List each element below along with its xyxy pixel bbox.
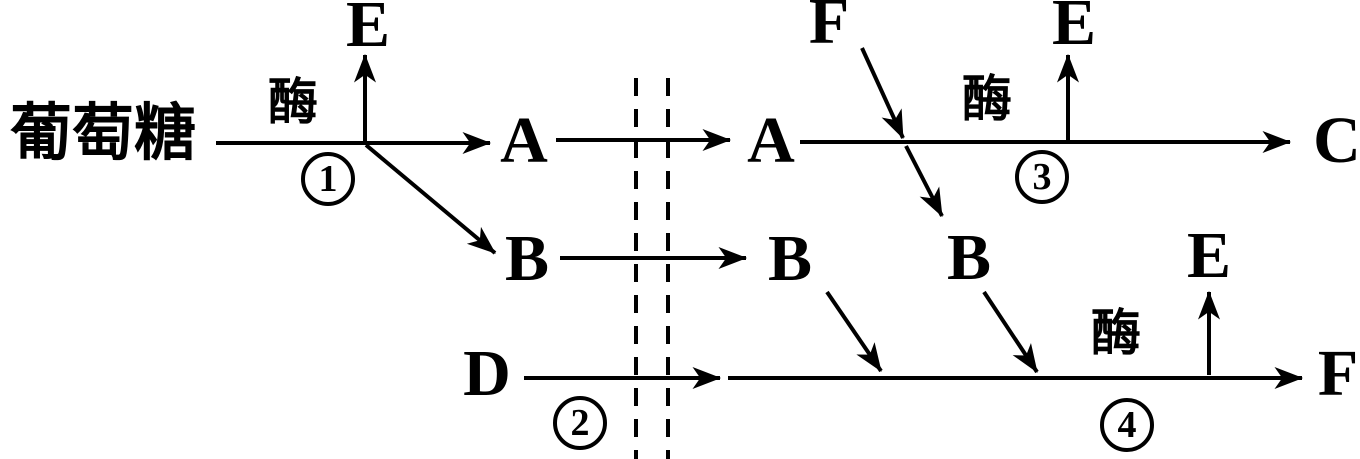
enzyme-label-step1: 酶 <box>268 74 318 130</box>
arrow-b-into-step4-left <box>825 290 883 373</box>
substance-d: D <box>463 337 511 410</box>
enzyme-label-step4: 酶 <box>1091 305 1141 361</box>
substance-e-step1: E <box>345 0 391 61</box>
substance-c: C <box>1313 104 1360 177</box>
substance-b-inside: B <box>767 222 813 295</box>
arrow-step1-to-b <box>364 143 497 255</box>
step-4-badge: 4 <box>1100 398 1154 452</box>
enzyme-label-step3: 酶 <box>962 71 1012 127</box>
substance-e-step3: E <box>1051 0 1097 59</box>
substance-f-product: F <box>1317 337 1359 410</box>
substance-b-from-step3: B <box>946 221 992 294</box>
substance-a-outside: A <box>500 104 548 177</box>
step-2-badge: 2 <box>553 396 607 450</box>
step-3-badge: 3 <box>1015 150 1069 204</box>
substance-f-input: F <box>808 0 850 58</box>
substance-a-inside: A <box>747 104 795 177</box>
glucose-label: 葡萄糖 <box>9 100 197 168</box>
arrow-f-into-step3 <box>860 47 905 140</box>
substance-e-step4: E <box>1186 219 1232 292</box>
arrow-b-into-step4-right <box>982 290 1039 374</box>
arrow-step3-to-b <box>904 145 944 217</box>
step-1-badge: 1 <box>301 152 355 206</box>
substance-b-outside: B <box>504 222 550 295</box>
